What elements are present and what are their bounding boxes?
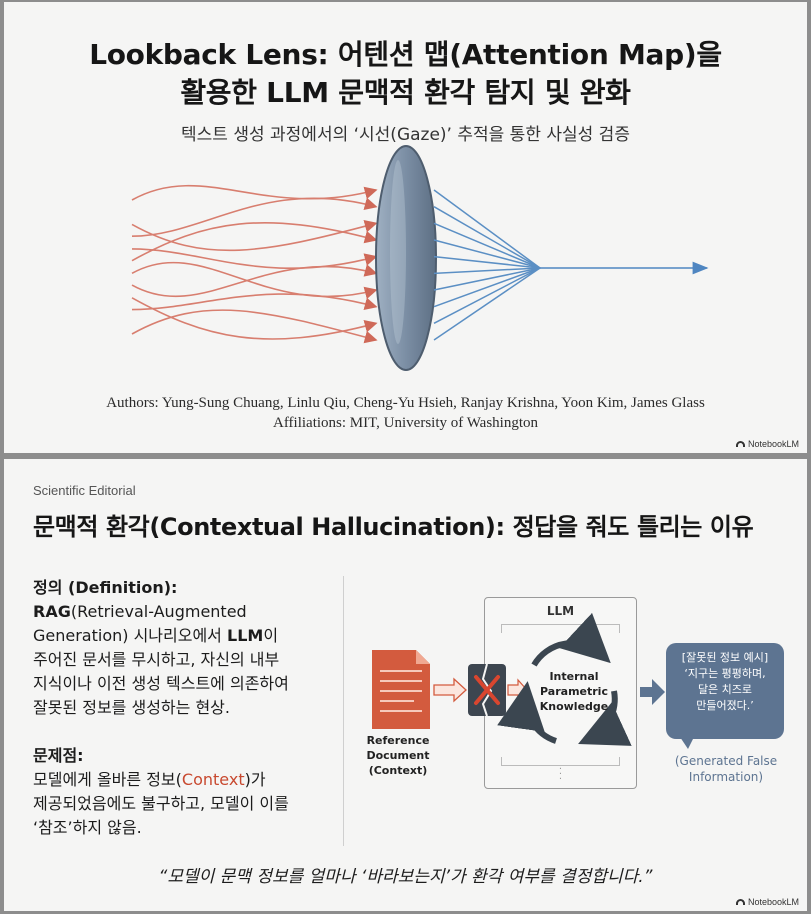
problem-text: 모델에게 올바른 정보( — [33, 770, 182, 789]
definition-column: 정의 (Definition): RAG(Retrieval-Augmented… — [33, 576, 333, 840]
problem-line-1: 모델에게 올바른 정보(Context)가 — [33, 768, 333, 792]
rag-expansion: (Retrieval-Augmented — [70, 602, 247, 621]
definition-text: Generation) 시나리오에서 — [33, 626, 227, 645]
title-slide: Lookback Lens: 어텐션 맵(Attention Map)을 활용한… — [4, 2, 807, 453]
incoming-ray — [131, 297, 378, 340]
outgoing-ray — [433, 206, 541, 269]
incoming-ray — [131, 261, 378, 300]
rag-term: RAG — [33, 602, 71, 621]
slide-title: 문맥적 환각(Contextual Hallucination): 정답을 줘도… — [33, 513, 754, 541]
brand-label: NotebookLM — [747, 439, 799, 449]
incoming-ray — [131, 185, 378, 201]
doc-label-line: (Context) — [368, 764, 428, 777]
outgoing-ray — [433, 267, 541, 308]
definition-text: 이 — [263, 626, 279, 645]
llm-term: LLM — [227, 626, 264, 645]
key-quote: “모델이 문맥 정보를 얼마나 ‘바라보는지’가 환각 여부를 결정합니다.” — [158, 867, 653, 887]
problem-text: )가 — [244, 770, 266, 789]
slide-title: Lookback Lens: 어텐션 맵(Attention Map)을 활용한… — [4, 36, 807, 112]
column-divider — [343, 576, 344, 846]
definition-line-2: Generation) 시나리오에서 LLM이 — [33, 624, 333, 648]
outgoing-ray — [433, 267, 541, 275]
outgoing-ray — [433, 267, 541, 291]
ellipsis-icon: ··· — [558, 764, 563, 785]
knowledge-line: Knowledge — [539, 700, 609, 713]
context-term: Context — [181, 770, 245, 789]
incoming-ray — [131, 248, 378, 270]
definition-heading: 정의 (Definition): — [33, 578, 178, 597]
internal-knowledge-label: Internal Parametric Knowledge — [524, 669, 624, 714]
outgoing-ray — [433, 222, 541, 269]
generated-false-info-label: (Generated False Information) — [664, 753, 788, 785]
bubble-line: 만들어졌다.’ — [696, 699, 754, 712]
incoming-ray — [131, 293, 378, 311]
authors: Authors: Yung-Sung Chuang, Linlu Qiu, Ch… — [106, 395, 705, 411]
doc-label-line: Document — [366, 749, 430, 762]
notebooklm-icon — [735, 441, 745, 447]
incoming-ray — [131, 222, 378, 262]
brand-label: NotebookLM — [747, 897, 799, 907]
incoming-rays — [131, 185, 378, 344]
lens-icon — [375, 145, 437, 371]
bubble-line: [잘못된 정보 예시] — [681, 651, 769, 664]
affiliations: Affiliations: MIT, University of Washing… — [272, 415, 539, 431]
false-info-bubble: [잘못된 정보 예시] ‘지구는 평평하며, 달은 치즈로 만들어졌다.’ — [666, 643, 784, 739]
false-label-line: (Generated False — [674, 754, 778, 768]
definition-slide: Scientific Editorial 문맥적 환각(Contextual H… — [4, 459, 807, 911]
bubble-line: 달은 치즈로 — [697, 683, 753, 696]
brand-badge: NotebookLM — [735, 439, 799, 449]
outgoing-ray — [433, 267, 541, 324]
blocked-gate-icon — [468, 663, 506, 717]
knowledge-line: Parametric — [540, 685, 608, 698]
incoming-ray — [131, 197, 378, 238]
output-arrow-icon — [640, 679, 665, 705]
outgoing-ray — [433, 255, 541, 269]
outgoing-ray — [433, 267, 541, 341]
definition-line-1: RAG(Retrieval-Augmented — [33, 600, 333, 624]
knowledge-line: Internal — [549, 670, 599, 683]
outgoing-ray — [433, 189, 541, 269]
context-arrow-icon — [433, 677, 467, 703]
eyebrow: Scientific Editorial — [33, 483, 136, 498]
title-line-2: 활용한 LLM 문맥적 환각 탐지 및 완화 — [180, 76, 631, 109]
bubble-tail — [680, 737, 694, 749]
title-line-1: Lookback Lens: 어텐션 맵(Attention Map)을 — [89, 38, 722, 71]
incoming-ray — [131, 220, 378, 252]
outgoing-rays — [433, 189, 541, 341]
brand-badge: NotebookLM — [735, 897, 799, 907]
problem-line-3: ‘참조’하지 않음. — [33, 818, 142, 837]
problem-line-2: 제공되었음에도 불구하고, 모델이 이를 — [33, 794, 289, 813]
definition-line-5: 잘못된 정보를 생성하는 현상. — [33, 698, 230, 717]
incoming-ray — [131, 309, 378, 344]
incoming-ray — [131, 264, 378, 298]
doc-label-line: Reference — [366, 734, 430, 747]
definition-line-3: 주어진 문서를 무시하고, 자신의 내부 — [33, 650, 280, 669]
slide-subtitle: 텍스트 생성 과정에서의 ‘시선(Gaze)’ 추적을 통한 사실성 검증 — [181, 125, 630, 145]
cycle-icon — [497, 612, 632, 746]
outgoing-ray — [433, 239, 541, 269]
bubble-line: ‘지구는 평평하며, — [684, 667, 766, 680]
hallucination-diagram — [372, 612, 665, 746]
authors-block: Authors: Yung-Sung Chuang, Linlu Qiu, Ch… — [4, 393, 807, 433]
notebooklm-icon — [735, 899, 745, 905]
problem-heading: 문제점: — [33, 746, 84, 765]
document-icon — [372, 650, 430, 729]
definition-line-4: 지식이나 이전 생성 텍스트에 의존하여 — [33, 674, 289, 693]
false-label-line: Information) — [688, 770, 764, 784]
lens-illustration — [131, 145, 709, 371]
reference-document-label: Reference Document (Context) — [361, 733, 435, 778]
